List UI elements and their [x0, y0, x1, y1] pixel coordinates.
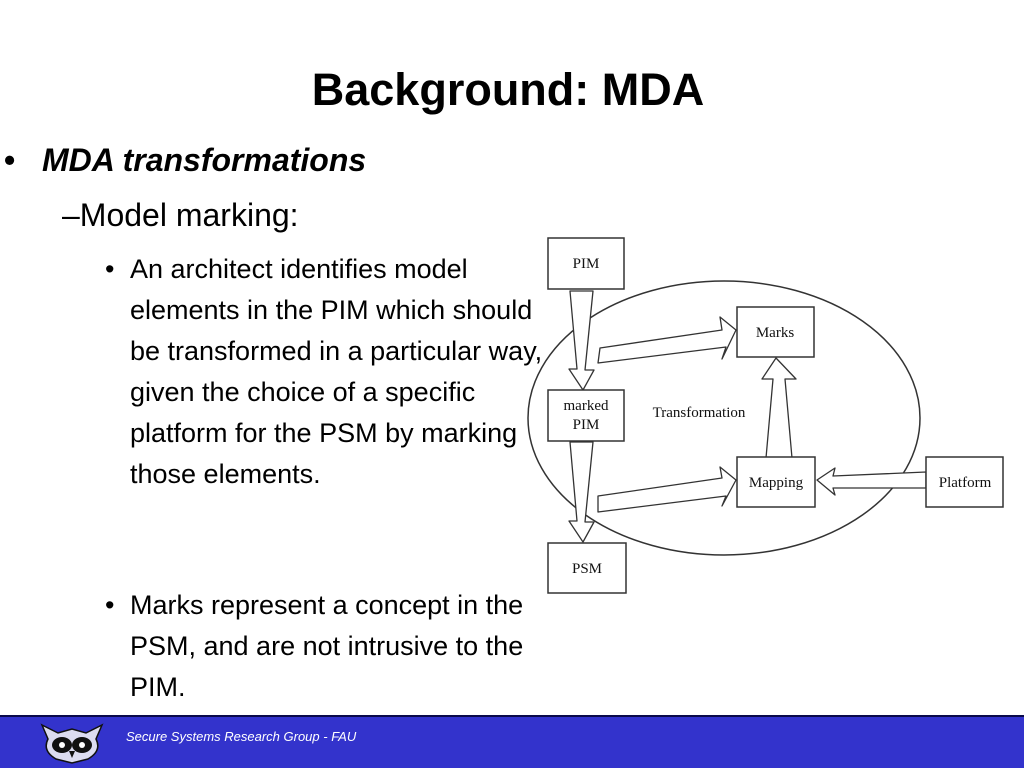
bullet-level3-item: • Marks represent a concept in the PSM, … [105, 585, 545, 708]
marked-pim-box [547, 389, 625, 442]
bullet-marker: • [4, 142, 16, 178]
bullet-level2-text: –Model marking: [62, 197, 299, 233]
slide-title: Background: MDA [311, 64, 705, 115]
marked-pim-label-line1: marked [564, 398, 609, 414]
transformation-ellipse [527, 280, 921, 556]
pim-box [547, 237, 625, 290]
psm-box [547, 542, 627, 594]
owl-logo-icon [40, 723, 104, 764]
footer-text: Secure Systems Research Group - FAU [126, 729, 357, 744]
arrow-pim-to-marked [568, 290, 595, 391]
mapping-box [736, 456, 816, 508]
bullet-marker: • [105, 590, 115, 620]
bullet-marker: • [105, 254, 115, 284]
arrow-platform-to-mapping [816, 467, 927, 496]
bullet-level1-text: MDA transformations [42, 142, 367, 178]
mda-transformation-diagram: PIM marked PIM PSM Marks Mapping Platfor… [527, 237, 1004, 594]
bullet-level3-text: An architect identifies model elements i… [130, 254, 543, 489]
arrow-mapping-to-psm [597, 466, 737, 513]
bullet-level3-item: • An architect identifies model elements… [105, 249, 545, 495]
arrow-marks-to-marked [597, 316, 737, 364]
marks-box [736, 306, 815, 358]
arrow-marked-to-psm [568, 441, 595, 543]
marked-pim-label-line2: PIM [573, 417, 600, 433]
footer-bar: Secure Systems Research Group - FAU [0, 715, 1024, 768]
transformation-label: Transformation [653, 405, 746, 421]
mapping-label: Mapping [749, 475, 804, 491]
marks-label: Marks [756, 325, 794, 341]
pim-label: PIM [573, 256, 600, 272]
platform-box [925, 456, 1004, 508]
platform-label: Platform [939, 475, 992, 491]
arrow-mapping-to-marks [761, 357, 797, 459]
psm-label: PSM [572, 561, 602, 577]
bullet-level3-text: Marks represent a concept in the PSM, an… [130, 590, 524, 702]
